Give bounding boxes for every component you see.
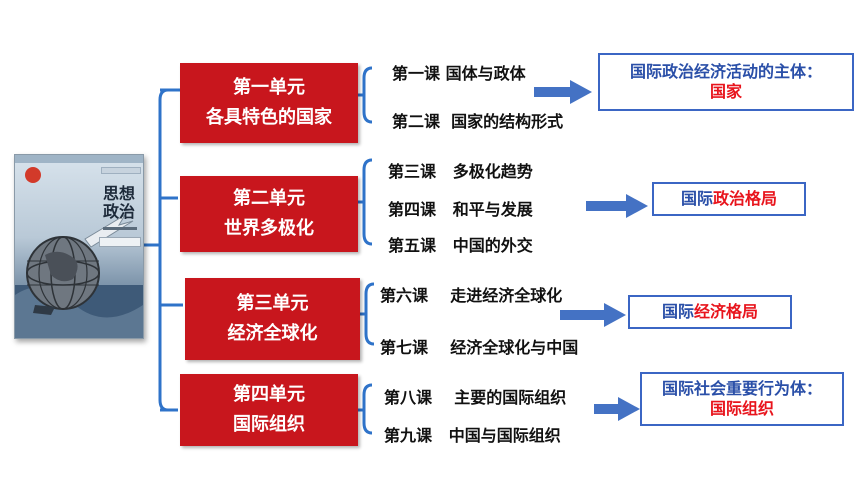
result-highlight: 经济格局 — [694, 302, 759, 321]
textbook-cover: 思想政治 — [14, 154, 144, 339]
unit-title: 第一单元 — [233, 77, 305, 98]
unit3-bracket — [360, 282, 375, 346]
result-box-4: 国际社会重要行为体： 国际组织 — [640, 372, 844, 426]
result-highlight: 国际组织 — [709, 399, 774, 418]
lesson-2: 第二课 国家的结构形式 — [392, 112, 564, 131]
unit-box-1: 第一单元 各具特色的国家 — [180, 63, 358, 143]
cover-subtitle-line — [103, 227, 137, 230]
unit-box-3: 第三单元 经济全球化 — [185, 278, 360, 360]
unit-box-4: 第四单元 国际组织 — [180, 374, 358, 446]
unit1-bracket — [358, 66, 373, 124]
result-box-1: 国际政治经济活动的主体： 国家 — [598, 53, 854, 111]
result-prefix: 国际 — [680, 189, 713, 208]
unit-box-2: 第二单元 世界多极化 — [180, 176, 358, 252]
main-bracket — [142, 88, 183, 412]
unit4-bracket — [358, 383, 373, 435]
result-box-2: 国际政治格局 — [652, 182, 806, 216]
lesson-5: 第五课 中国的外交 — [388, 236, 533, 255]
cover-series-band — [101, 167, 141, 174]
unit-name: 世界多极化 — [224, 218, 314, 239]
arrow-2 — [586, 194, 648, 218]
lesson-3: 第三课 多极化趋势 — [388, 162, 533, 181]
lesson-9: 第九课 中国与国际组织 — [384, 426, 561, 445]
arrow-1 — [534, 80, 592, 104]
result-highlight: 政治格局 — [713, 189, 778, 208]
unit2-bracket — [358, 158, 373, 246]
unit-name: 国际组织 — [233, 414, 305, 435]
cover-subtitle-box — [99, 237, 141, 247]
result-text: 国际社会重要行为体： — [661, 379, 822, 398]
cover-badge — [25, 167, 41, 183]
lesson-8: 第八课 主要的国际组织 — [384, 388, 567, 407]
lesson-6: 第六课 走进经济全球化 — [380, 286, 563, 305]
cover-top-band — [15, 155, 143, 163]
arrow-4 — [594, 397, 640, 421]
result-highlight: 国家 — [709, 82, 742, 101]
unit-title: 第四单元 — [233, 384, 305, 405]
unit-name: 经济全球化 — [227, 323, 318, 344]
result-text: 国际政治经济活动的主体： — [629, 62, 822, 81]
result-prefix: 国际 — [661, 302, 694, 321]
result-box-3: 国际经济格局 — [628, 295, 792, 329]
lesson-7: 第七课 经济全球化与中国 — [380, 338, 579, 357]
lesson-1: 第一课 国体与政体 — [392, 64, 526, 83]
unit-title: 第二单元 — [233, 188, 305, 209]
unit-name: 各具特色的国家 — [206, 107, 332, 128]
arrow-3 — [560, 303, 626, 327]
lesson-4: 第四课 和平与发展 — [388, 200, 533, 219]
cover-title: 思想政治 — [103, 184, 136, 221]
unit-title: 第三单元 — [236, 293, 309, 314]
globe-sculpture-icon — [15, 214, 143, 338]
